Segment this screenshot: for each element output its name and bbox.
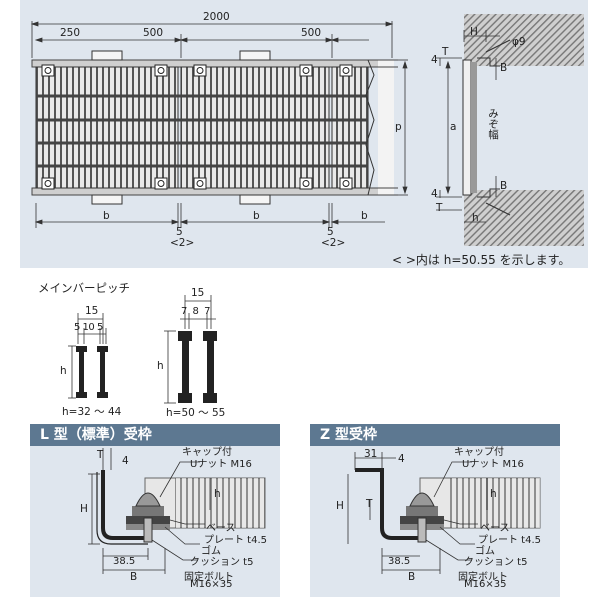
range-left: h=32 ～ 44 — [62, 406, 122, 418]
l-4: 4 — [122, 455, 129, 467]
h-left: h — [60, 365, 67, 377]
side-phi9: φ9 — [512, 36, 526, 48]
z-4: 4 — [398, 453, 405, 465]
side-T-top: T — [442, 46, 449, 58]
sub-left: 5 10 5 — [74, 322, 103, 333]
side-H: H — [470, 26, 478, 38]
dim-250: 250 — [60, 27, 81, 39]
side-T-bottom: T — [436, 202, 443, 214]
z-cap-2: Uナット M16 — [462, 459, 524, 470]
top-dimensions — [30, 21, 408, 228]
l-38-5: 38.5 — [113, 556, 136, 567]
z-cap-1: キャップ付 — [454, 447, 504, 458]
z-bolt-1: 固定ボルト — [458, 572, 508, 583]
gap-5-right: 5 — [327, 226, 334, 238]
main-bar-sections — [68, 295, 217, 404]
z-38-5: 38.5 — [388, 556, 411, 567]
groove-width: みぞ幅 — [487, 108, 499, 140]
l-bolt-1: 固定ボルト — [184, 572, 234, 583]
dim-500-b: 500 — [301, 27, 322, 39]
z-gum-2: クッション t5 — [464, 557, 528, 568]
l-B: B — [130, 571, 138, 583]
dim-a: a — [450, 121, 457, 133]
h-right: h — [157, 360, 164, 372]
dim-500-a: 500 — [143, 27, 164, 39]
gap-2-right: <2> — [321, 237, 346, 249]
l-cap-2: Uナット M16 — [190, 459, 252, 470]
z-31: 31 — [364, 448, 378, 460]
side-h: h — [472, 212, 479, 224]
side-B-top: B — [500, 62, 508, 74]
l-gum-1: ゴム — [201, 546, 221, 557]
l-base-2: プレート t4.5 — [204, 535, 268, 546]
grating-plan — [31, 50, 398, 205]
side-4-bottom: 4 — [431, 188, 438, 200]
pitch-left: 15 — [85, 305, 99, 317]
side-section — [462, 14, 584, 246]
l-gum-2: クッション t5 — [190, 557, 254, 568]
l-frame-detail — [30, 445, 280, 597]
l-h: h — [214, 488, 221, 500]
l-frame-title: L 型（標準）受枠 — [30, 424, 280, 446]
z-H: H — [336, 500, 344, 512]
side-4-top: 4 — [431, 54, 438, 66]
l-H: H — [80, 503, 88, 515]
z-T: T — [366, 498, 373, 510]
gap-5-left: 5 — [176, 226, 183, 238]
h-note: < >内は h=50.55 を示します。 — [392, 253, 571, 267]
pitch-right: 15 — [191, 287, 205, 299]
z-base-1: ベース — [480, 523, 510, 534]
dim-b-3: b — [361, 210, 368, 222]
z-B: B — [408, 571, 416, 583]
range-right: h=50 ～ 55 — [166, 407, 226, 419]
l-bolt-2: M16×35 — [190, 579, 233, 590]
gap-2-left: <2> — [170, 237, 195, 249]
dim-p: p — [395, 121, 402, 133]
z-h: h — [490, 488, 497, 500]
z-bolt-2: M16×35 — [464, 579, 507, 590]
side-B-bottom: B — [500, 180, 508, 192]
z-gum-1: ゴム — [475, 546, 495, 557]
main-bar-title: メインバーピッチ — [38, 281, 130, 295]
sub-right: 7 8 7 — [181, 306, 212, 317]
l-cap-1: キャップ付 — [182, 447, 232, 458]
dim-total: 2000 — [203, 11, 230, 23]
dim-b-2: b — [253, 210, 260, 222]
side-dimensions — [436, 30, 500, 223]
l-base-1: ベース — [206, 523, 236, 534]
z-base-2: プレート t4.5 — [478, 535, 542, 546]
z-frame-title: Z 型受枠 — [310, 424, 560, 446]
z-frame-detail — [310, 445, 560, 597]
dim-b-1: b — [103, 210, 110, 222]
l-T: T — [97, 449, 104, 461]
